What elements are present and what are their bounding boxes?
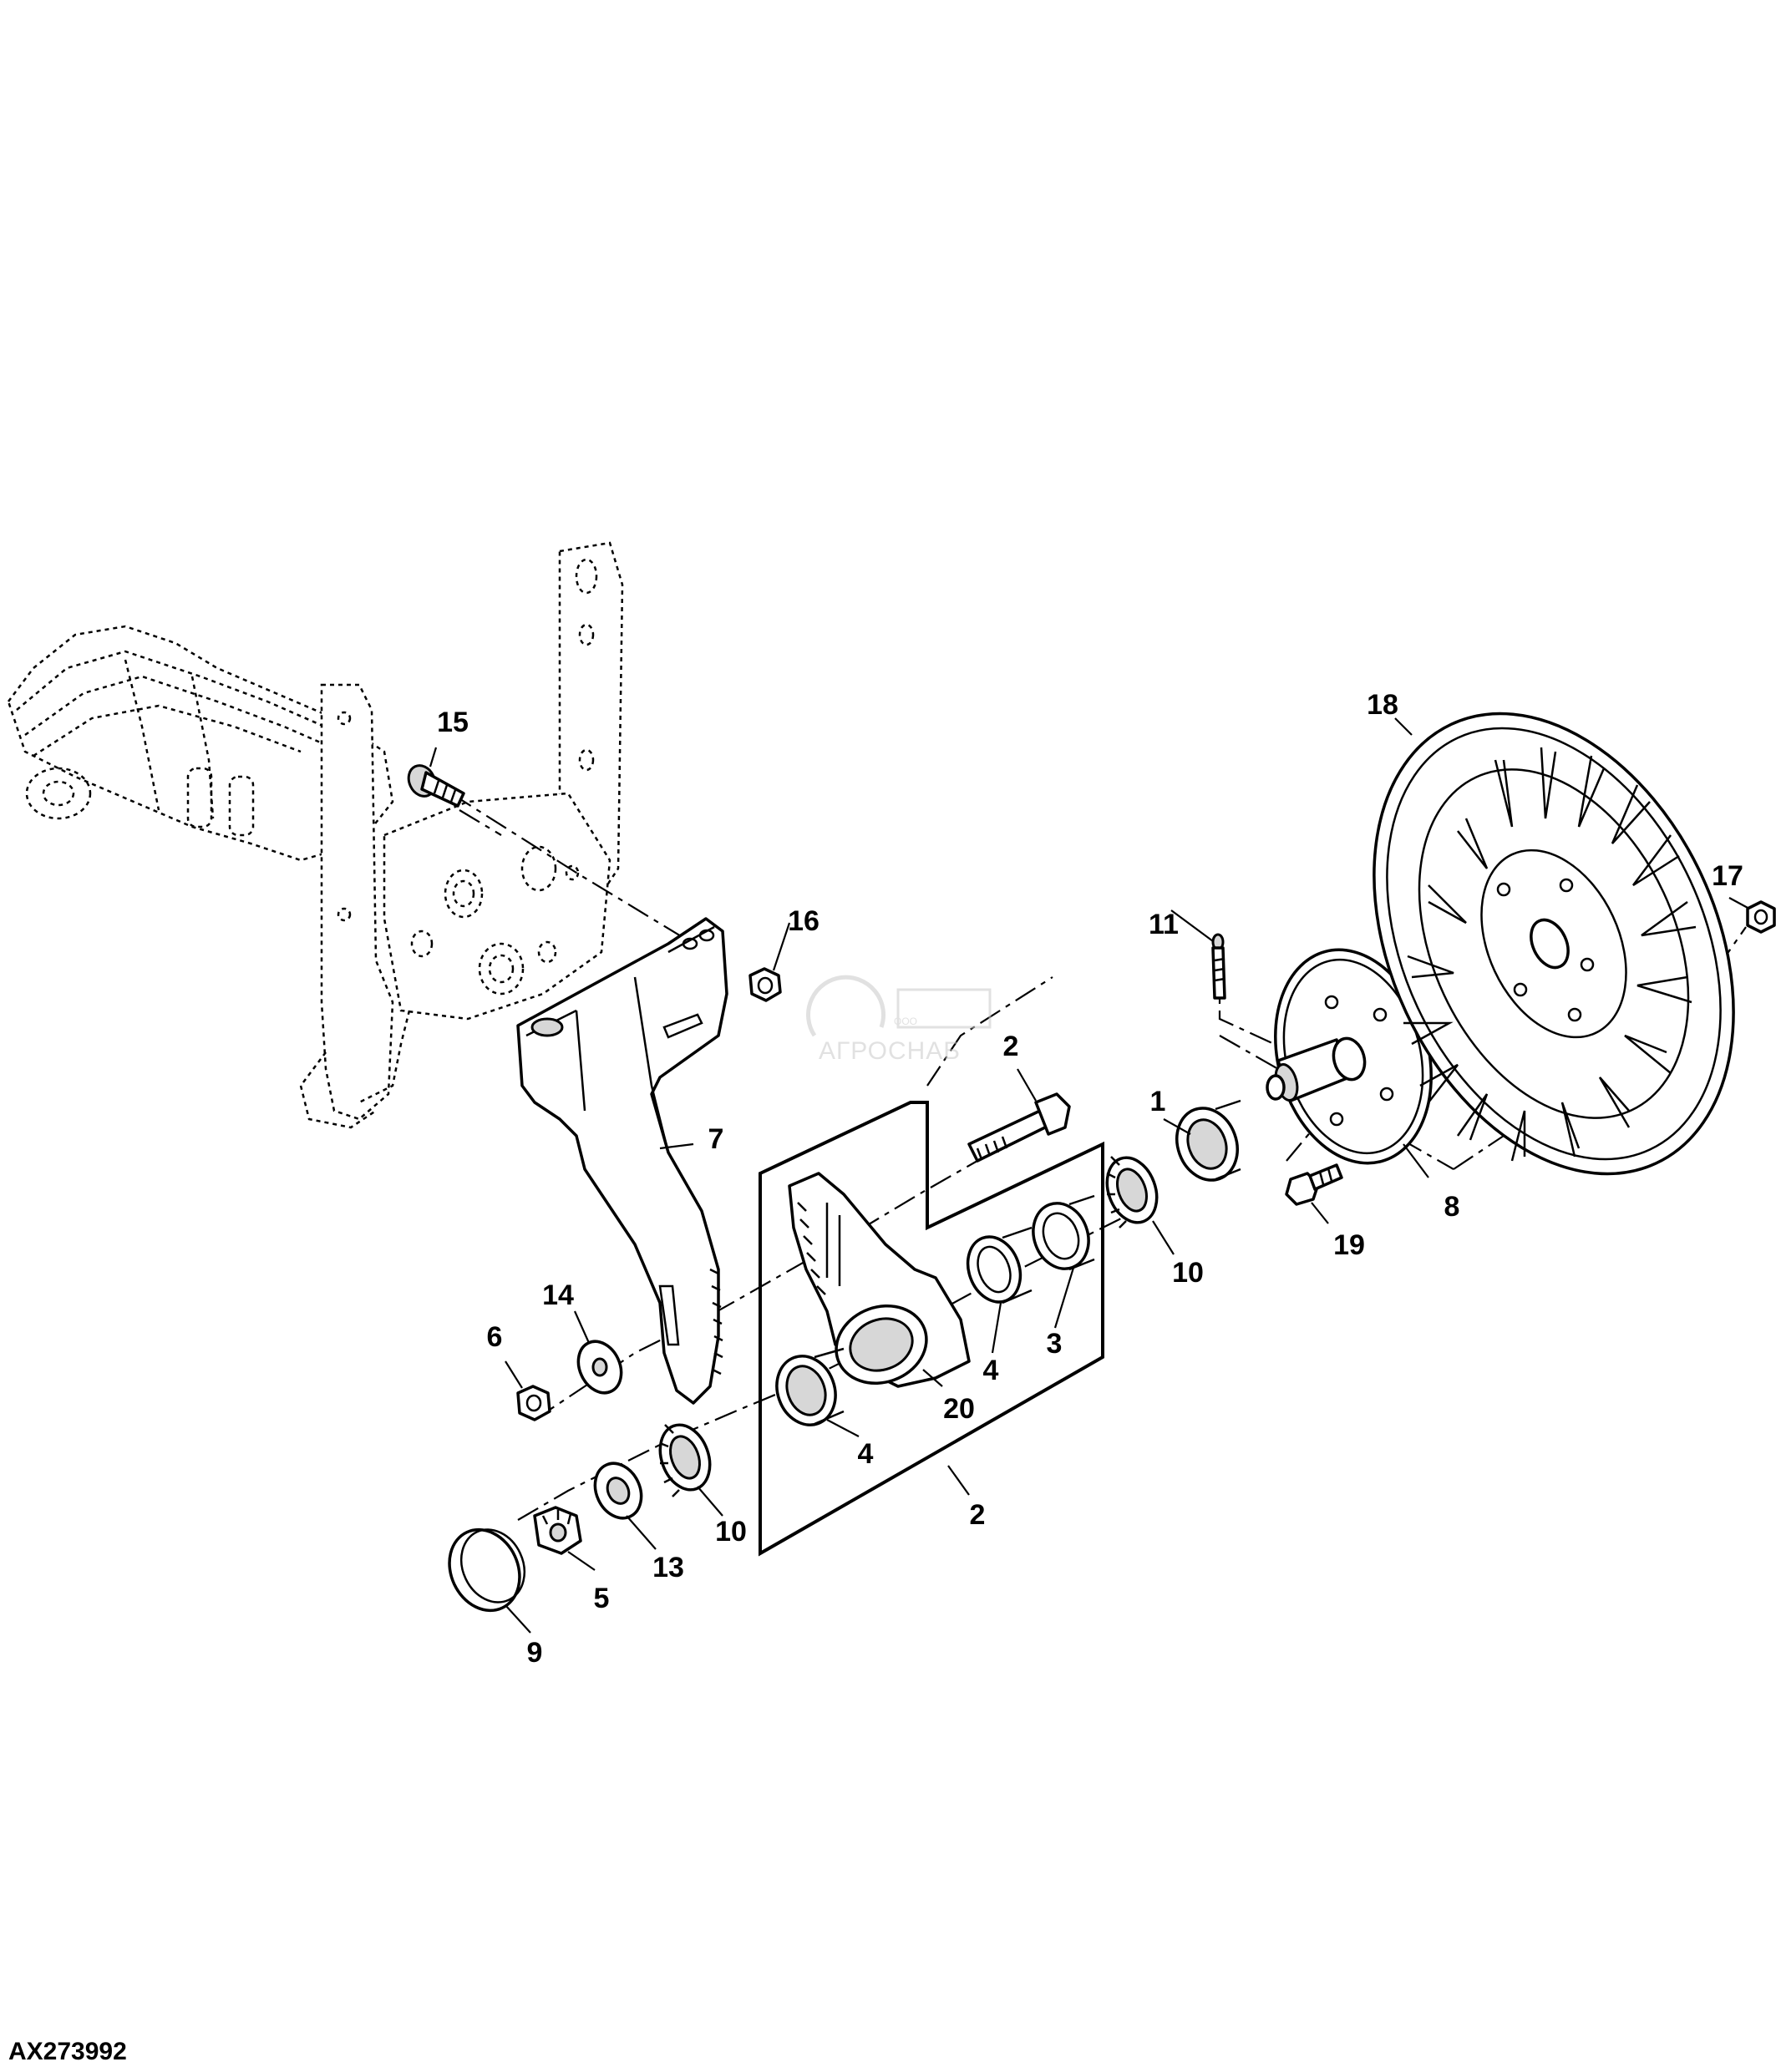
callout-16: 16 — [788, 905, 819, 937]
callout-4-right: 4 — [983, 1355, 999, 1386]
callout-9: 9 — [527, 1637, 543, 1669]
watermark-prefix: ООО — [894, 1016, 917, 1027]
callout-19: 19 — [1333, 1229, 1365, 1261]
hub-8 — [1266, 948, 1433, 1165]
callout-11: 11 — [1149, 909, 1179, 940]
callout-2-kit: 2 — [970, 1499, 986, 1531]
callout-7: 7 — [708, 1123, 724, 1155]
callout-10-left: 10 — [715, 1516, 747, 1548]
callout-3: 3 — [1047, 1328, 1063, 1360]
drawing-reference-code: AX273992 — [8, 2038, 127, 2065]
disc-fins — [1403, 747, 1697, 1162]
callout-4-left: 4 — [858, 1438, 874, 1470]
callout-8: 8 — [1444, 1191, 1460, 1223]
castle-nut-5 — [533, 1506, 582, 1555]
callout-2-bolt: 2 — [1003, 1031, 1019, 1062]
callout-18: 18 — [1367, 689, 1398, 721]
callout-10-right: 10 — [1172, 1257, 1204, 1289]
callout-14: 14 — [542, 1279, 574, 1311]
pivot-arm-20 — [788, 1172, 971, 1388]
bolt-2 — [967, 1092, 1071, 1163]
sleeve-4-lower — [775, 1347, 845, 1426]
watermark-name: АГРОСНАБ — [819, 1037, 961, 1065]
nut-16 — [748, 967, 782, 1002]
bolt-15 — [407, 764, 465, 808]
phantom-frame-assembly — [7, 541, 624, 1129]
bolt-19 — [1285, 1163, 1343, 1206]
callout-15: 15 — [437, 707, 469, 738]
sleeve-4-upper — [966, 1226, 1033, 1304]
seal-3 — [1032, 1194, 1095, 1271]
bearing-10-right — [1105, 1156, 1159, 1229]
leader-lines — [429, 717, 1750, 1634]
callout-20: 20 — [943, 1393, 975, 1425]
watermark-logo: ООО АГРОСНАБ — [806, 975, 992, 1065]
callout-17: 17 — [1712, 860, 1743, 892]
washer-13 — [593, 1462, 643, 1520]
callout-13: 13 — [652, 1552, 684, 1583]
seal-1 — [1175, 1099, 1241, 1182]
nut-6 — [516, 1385, 551, 1421]
callout-1: 1 — [1150, 1086, 1166, 1117]
bearing-10-left — [658, 1423, 712, 1497]
cap-9 — [448, 1527, 526, 1613]
bracket-arm-7 — [516, 917, 728, 1405]
callout-6: 6 — [487, 1321, 503, 1353]
pin-11 — [1211, 933, 1226, 1000]
nut-17 — [1746, 900, 1776, 934]
disc-18 — [1373, 712, 1735, 1176]
kit-2-boundary — [759, 1101, 1104, 1557]
callout-labels: 15 16 7 2 11 1 18 17 8 19 10 3 4 20 4 2 … — [437, 689, 1743, 1669]
callout-5: 5 — [594, 1583, 610, 1614]
